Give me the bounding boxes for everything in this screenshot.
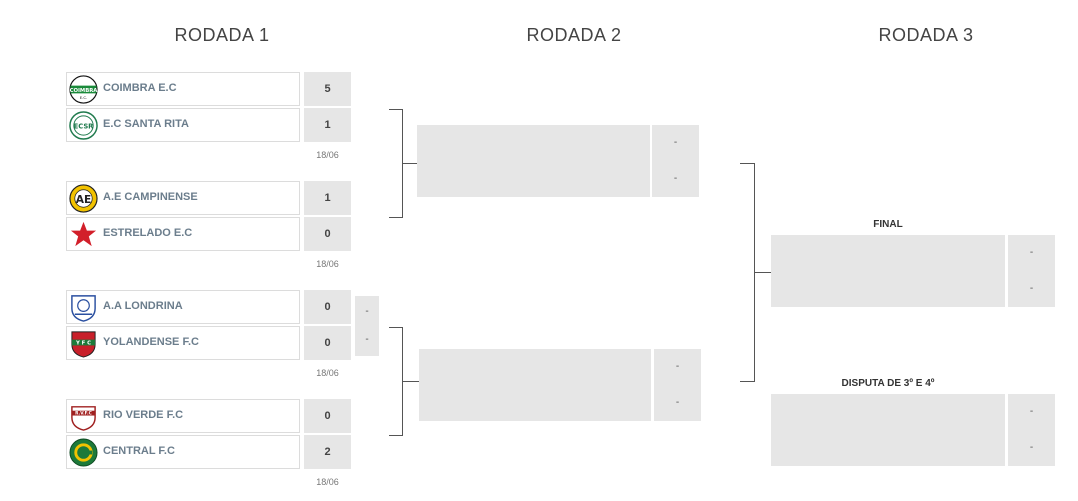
bracket-connector xyxy=(403,381,419,382)
team-name: ESTRELADO E.C xyxy=(103,227,193,239)
team-score: 5 xyxy=(304,72,351,106)
londrina-logo-icon xyxy=(71,295,96,322)
santa-rita-logo-icon: ECSR xyxy=(69,111,98,140)
round-1-title: RODADA 1 xyxy=(174,25,270,45)
central-logo-icon xyxy=(69,438,98,467)
match-date: 18/06 xyxy=(316,477,339,487)
team-row-yolandense[interactable]: Y F C YOLANDENSE F.C xyxy=(66,326,300,360)
round-2-title: RODADA 2 xyxy=(526,25,622,45)
final-score-box xyxy=(1008,235,1055,307)
team-score: 2 xyxy=(304,435,351,469)
round2-score: - xyxy=(673,173,678,184)
team-score: 0 xyxy=(304,326,351,360)
round2-score: - xyxy=(675,361,680,372)
team-score: 0 xyxy=(304,399,351,433)
team-row-campinense[interactable]: AE A.E CAMPINENSE xyxy=(66,181,300,215)
team-score: 0 xyxy=(304,290,351,324)
team-row-londrina[interactable]: A.A LONDRINA xyxy=(66,290,300,324)
final-score: - xyxy=(1029,247,1034,258)
team-name: RIO VERDE F.C xyxy=(103,409,184,421)
svg-text:COIMBRA: COIMBRA xyxy=(70,88,98,94)
third-place-score: - xyxy=(1029,442,1034,453)
svg-text:E.C.: E.C. xyxy=(80,95,88,100)
round2-score: - xyxy=(675,397,680,408)
match-date: 18/06 xyxy=(316,368,339,378)
third-place-team-slot[interactable] xyxy=(771,394,1005,466)
match-date: 18/06 xyxy=(316,259,339,269)
third-place-score-box xyxy=(1008,394,1055,466)
team-name: A.A LONDRINA xyxy=(103,300,183,312)
svg-text:AE: AE xyxy=(76,193,91,206)
team-name: COIMBRA E.C xyxy=(103,82,177,94)
svg-text:Y F C: Y F C xyxy=(75,340,91,346)
bracket-connector xyxy=(740,163,755,382)
penalty-score: - xyxy=(365,334,369,345)
svg-text:R.V.F.C: R.V.F.C xyxy=(75,411,92,417)
bracket-connector xyxy=(389,327,403,436)
team-row-rio-verde[interactable]: R.V.F.C RIO VERDE F.C xyxy=(66,399,300,433)
team-score: 1 xyxy=(304,181,351,215)
final-team-slot[interactable] xyxy=(771,235,1005,307)
team-row-central[interactable]: CENTRAL F.C xyxy=(66,435,300,469)
round2-team-slot[interactable] xyxy=(417,125,650,197)
match-date: 18/06 xyxy=(316,150,339,160)
svg-text:ECSR: ECSR xyxy=(74,122,95,130)
estrelado-logo-icon xyxy=(70,221,97,247)
round2-score-box xyxy=(652,125,699,197)
team-score: 1 xyxy=(304,108,351,142)
team-score: 0 xyxy=(304,217,351,251)
penalty-score: - xyxy=(365,306,369,317)
round2-score-box xyxy=(654,349,701,421)
team-name: CENTRAL F.C xyxy=(103,445,175,457)
round2-score: - xyxy=(673,137,678,148)
bracket-connector xyxy=(755,272,771,273)
final-label: FINAL xyxy=(873,219,903,230)
bracket-connector xyxy=(389,109,403,218)
rio-verde-logo-icon: R.V.F.C xyxy=(71,406,96,431)
penalty-score-box: - - xyxy=(355,296,379,356)
team-row-coimbra[interactable]: COIMBRA E.C. COIMBRA E.C xyxy=(66,72,300,106)
bracket-connector xyxy=(403,163,417,164)
team-name: E.C SANTA RITA xyxy=(103,118,189,130)
yolandense-logo-icon: Y F C xyxy=(71,331,96,358)
team-row-estrelado[interactable]: ESTRELADO E.C xyxy=(66,217,300,251)
third-place-label: DISPUTA DE 3º E 4º xyxy=(841,378,935,389)
round2-team-slot[interactable] xyxy=(419,349,651,421)
team-row-santa-rita[interactable]: ECSR E.C SANTA RITA xyxy=(66,108,300,142)
final-score: - xyxy=(1029,283,1034,294)
coimbra-logo-icon: COIMBRA E.C. xyxy=(69,75,98,104)
team-name: YOLANDENSE F.C xyxy=(103,336,199,348)
team-name: A.E CAMPINENSE xyxy=(103,191,198,203)
round-3-title: RODADA 3 xyxy=(878,25,974,45)
third-place-score: - xyxy=(1029,406,1034,417)
campinense-logo-icon: AE xyxy=(69,184,98,213)
